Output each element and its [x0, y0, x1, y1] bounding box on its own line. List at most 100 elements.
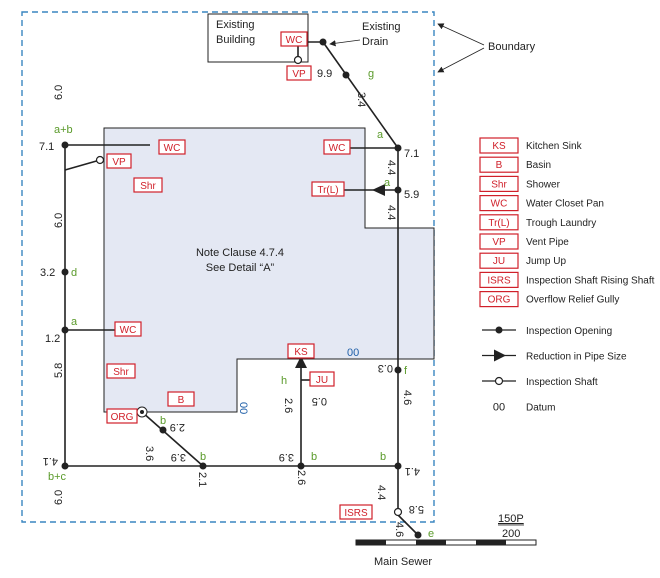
legend-code: Shr — [491, 179, 507, 190]
legend-name: Shower — [526, 179, 561, 190]
legend-name: Inspection Shaft — [526, 377, 598, 388]
boundary-pointer-1 — [437, 23, 485, 46]
legend-item-symbol: Inspection Shaft — [482, 376, 598, 388]
legend-name: Reduction in Pipe Size — [526, 352, 627, 363]
inspection-shaft-icon — [293, 55, 303, 65]
legend-code: ISRS — [487, 275, 511, 286]
pipe-reduction-icon — [295, 356, 307, 368]
legend-tag-box — [479, 156, 519, 173]
tag-wc-top-right: WC — [329, 143, 346, 154]
existing-building-label-1: Existing — [216, 19, 255, 31]
legend-tag-box — [479, 137, 519, 154]
legend-code: Tr(L) — [488, 218, 509, 229]
legend-tag-box — [479, 271, 519, 288]
house-footprint — [103, 127, 435, 413]
num-6-0-bottom: 6.0 — [53, 490, 65, 505]
num-2-1: 2.1 — [196, 472, 208, 487]
legend-tag-box — [479, 175, 519, 192]
num-0-5: 0.5 — [312, 395, 327, 407]
legend-tag-box — [479, 214, 519, 231]
legend-code: KS — [492, 141, 506, 152]
num-4-6-bottom: 4.6 — [393, 522, 405, 537]
num-5-9: 5.9 — [404, 189, 419, 201]
pipe-reduction-icon — [494, 349, 506, 362]
inspection-opening-icon — [342, 71, 350, 79]
letter-bc: b+c — [48, 471, 67, 483]
inspection-shaft-icon — [494, 376, 504, 386]
tag-isrs: ISRS — [344, 508, 368, 519]
legend-name: Jump Up — [526, 256, 566, 267]
legend-name: Kitchen Sink — [526, 141, 583, 152]
inspection-opening-icon — [394, 186, 402, 194]
existing-drain-pointer — [329, 39, 361, 47]
letter-g: g — [368, 68, 374, 80]
legend-code: VP — [492, 237, 506, 248]
letter-a-mid-right: a — [384, 177, 391, 189]
num-5-8-bottom: 5.8 — [409, 503, 424, 515]
note-line-2: See Detail “A” — [206, 262, 275, 274]
legend-item-fixture: Tr(L)Trough Laundry — [479, 214, 596, 231]
letter-a-top-right: a — [377, 129, 384, 141]
legend-code: JU — [493, 256, 505, 267]
letter-f: f — [404, 365, 408, 377]
legend-code: ORG — [488, 295, 511, 306]
inspection-opening-icon — [297, 462, 305, 470]
inspection-opening-icon — [199, 462, 207, 470]
num-4-6: 4.6 — [401, 390, 413, 405]
junction-letters: g a a a+b d a f h b b b b b+c e — [48, 68, 434, 540]
inspection-opening-icon — [61, 462, 69, 470]
legend-name: Datum — [526, 403, 555, 414]
inspection-shaft-icon — [95, 155, 105, 165]
property-boundary — [21, 11, 435, 523]
num-3-9-mid: 3.9 — [279, 451, 294, 463]
num-2-9: 2.9 — [170, 421, 185, 433]
tag-wc-mid-left: WC — [120, 325, 137, 336]
num-4-1-left: 4.1 — [43, 455, 58, 467]
letter-a-left: a — [71, 316, 78, 328]
num-0-3: 0.3 — [378, 362, 393, 374]
letter-b-bottom-right: b — [380, 451, 386, 463]
num-9-9: 9.9 — [317, 68, 332, 80]
main-sewer-label: Main Sewer — [374, 556, 432, 568]
tag-vp-building: VP — [292, 69, 306, 80]
tag-wc-top-left: WC — [164, 143, 181, 154]
boundary-pointer-2 — [437, 47, 485, 73]
legend-tag-box — [479, 195, 519, 212]
letter-b-diag: b — [160, 415, 166, 427]
num-1-2: 1.2 — [45, 333, 60, 345]
legend-item-fixture: ORG Overflow Relief Gully — [479, 291, 619, 308]
inspection-opening-icon — [61, 268, 69, 276]
tag-ju: JU — [316, 375, 328, 386]
legend-name: Inspection Opening — [526, 326, 612, 337]
legend-code: WC — [491, 199, 508, 210]
num-4-4-bottom: 4.4 — [375, 485, 387, 500]
datum-label: 00 — [347, 347, 359, 359]
legend-name: Overflow Relief Gully — [526, 295, 619, 306]
tag-vp-left: VP — [112, 157, 126, 168]
letter-b-diag2: b — [200, 451, 206, 463]
num-3-6: 3.6 — [143, 446, 155, 461]
existing-building-label-2: Building — [216, 34, 255, 46]
num-4-4-lower: 4.4 — [385, 205, 397, 220]
num-2-6-lower: 2.6 — [295, 470, 307, 485]
num-6-0-mid: 6.0 — [53, 213, 65, 228]
num-3-2: 3.2 — [40, 267, 55, 279]
num-4-1-right: 4.1 — [405, 465, 420, 477]
num-3-4: 3.4 — [355, 92, 367, 107]
tag-ks: KS — [294, 347, 308, 358]
sewer-depth: 200 — [502, 528, 520, 540]
num-3-9-left: 3.9 — [171, 451, 186, 463]
pipe-numbers: 9.9 3.4 6.0 7.1 7.1 4.4 5.9 4.4 6.0 3.2 … — [39, 68, 424, 537]
legend-item-symbol: Reduction in Pipe Size — [482, 349, 627, 363]
sewer-size: 150P — [498, 513, 524, 525]
tag-basin: B — [178, 395, 185, 406]
tag-shr-top: Shr — [140, 181, 156, 192]
fixture-tags: WC VP WC VP Shr WC Tr(L) WC Shr B ORG KS… — [106, 31, 373, 520]
